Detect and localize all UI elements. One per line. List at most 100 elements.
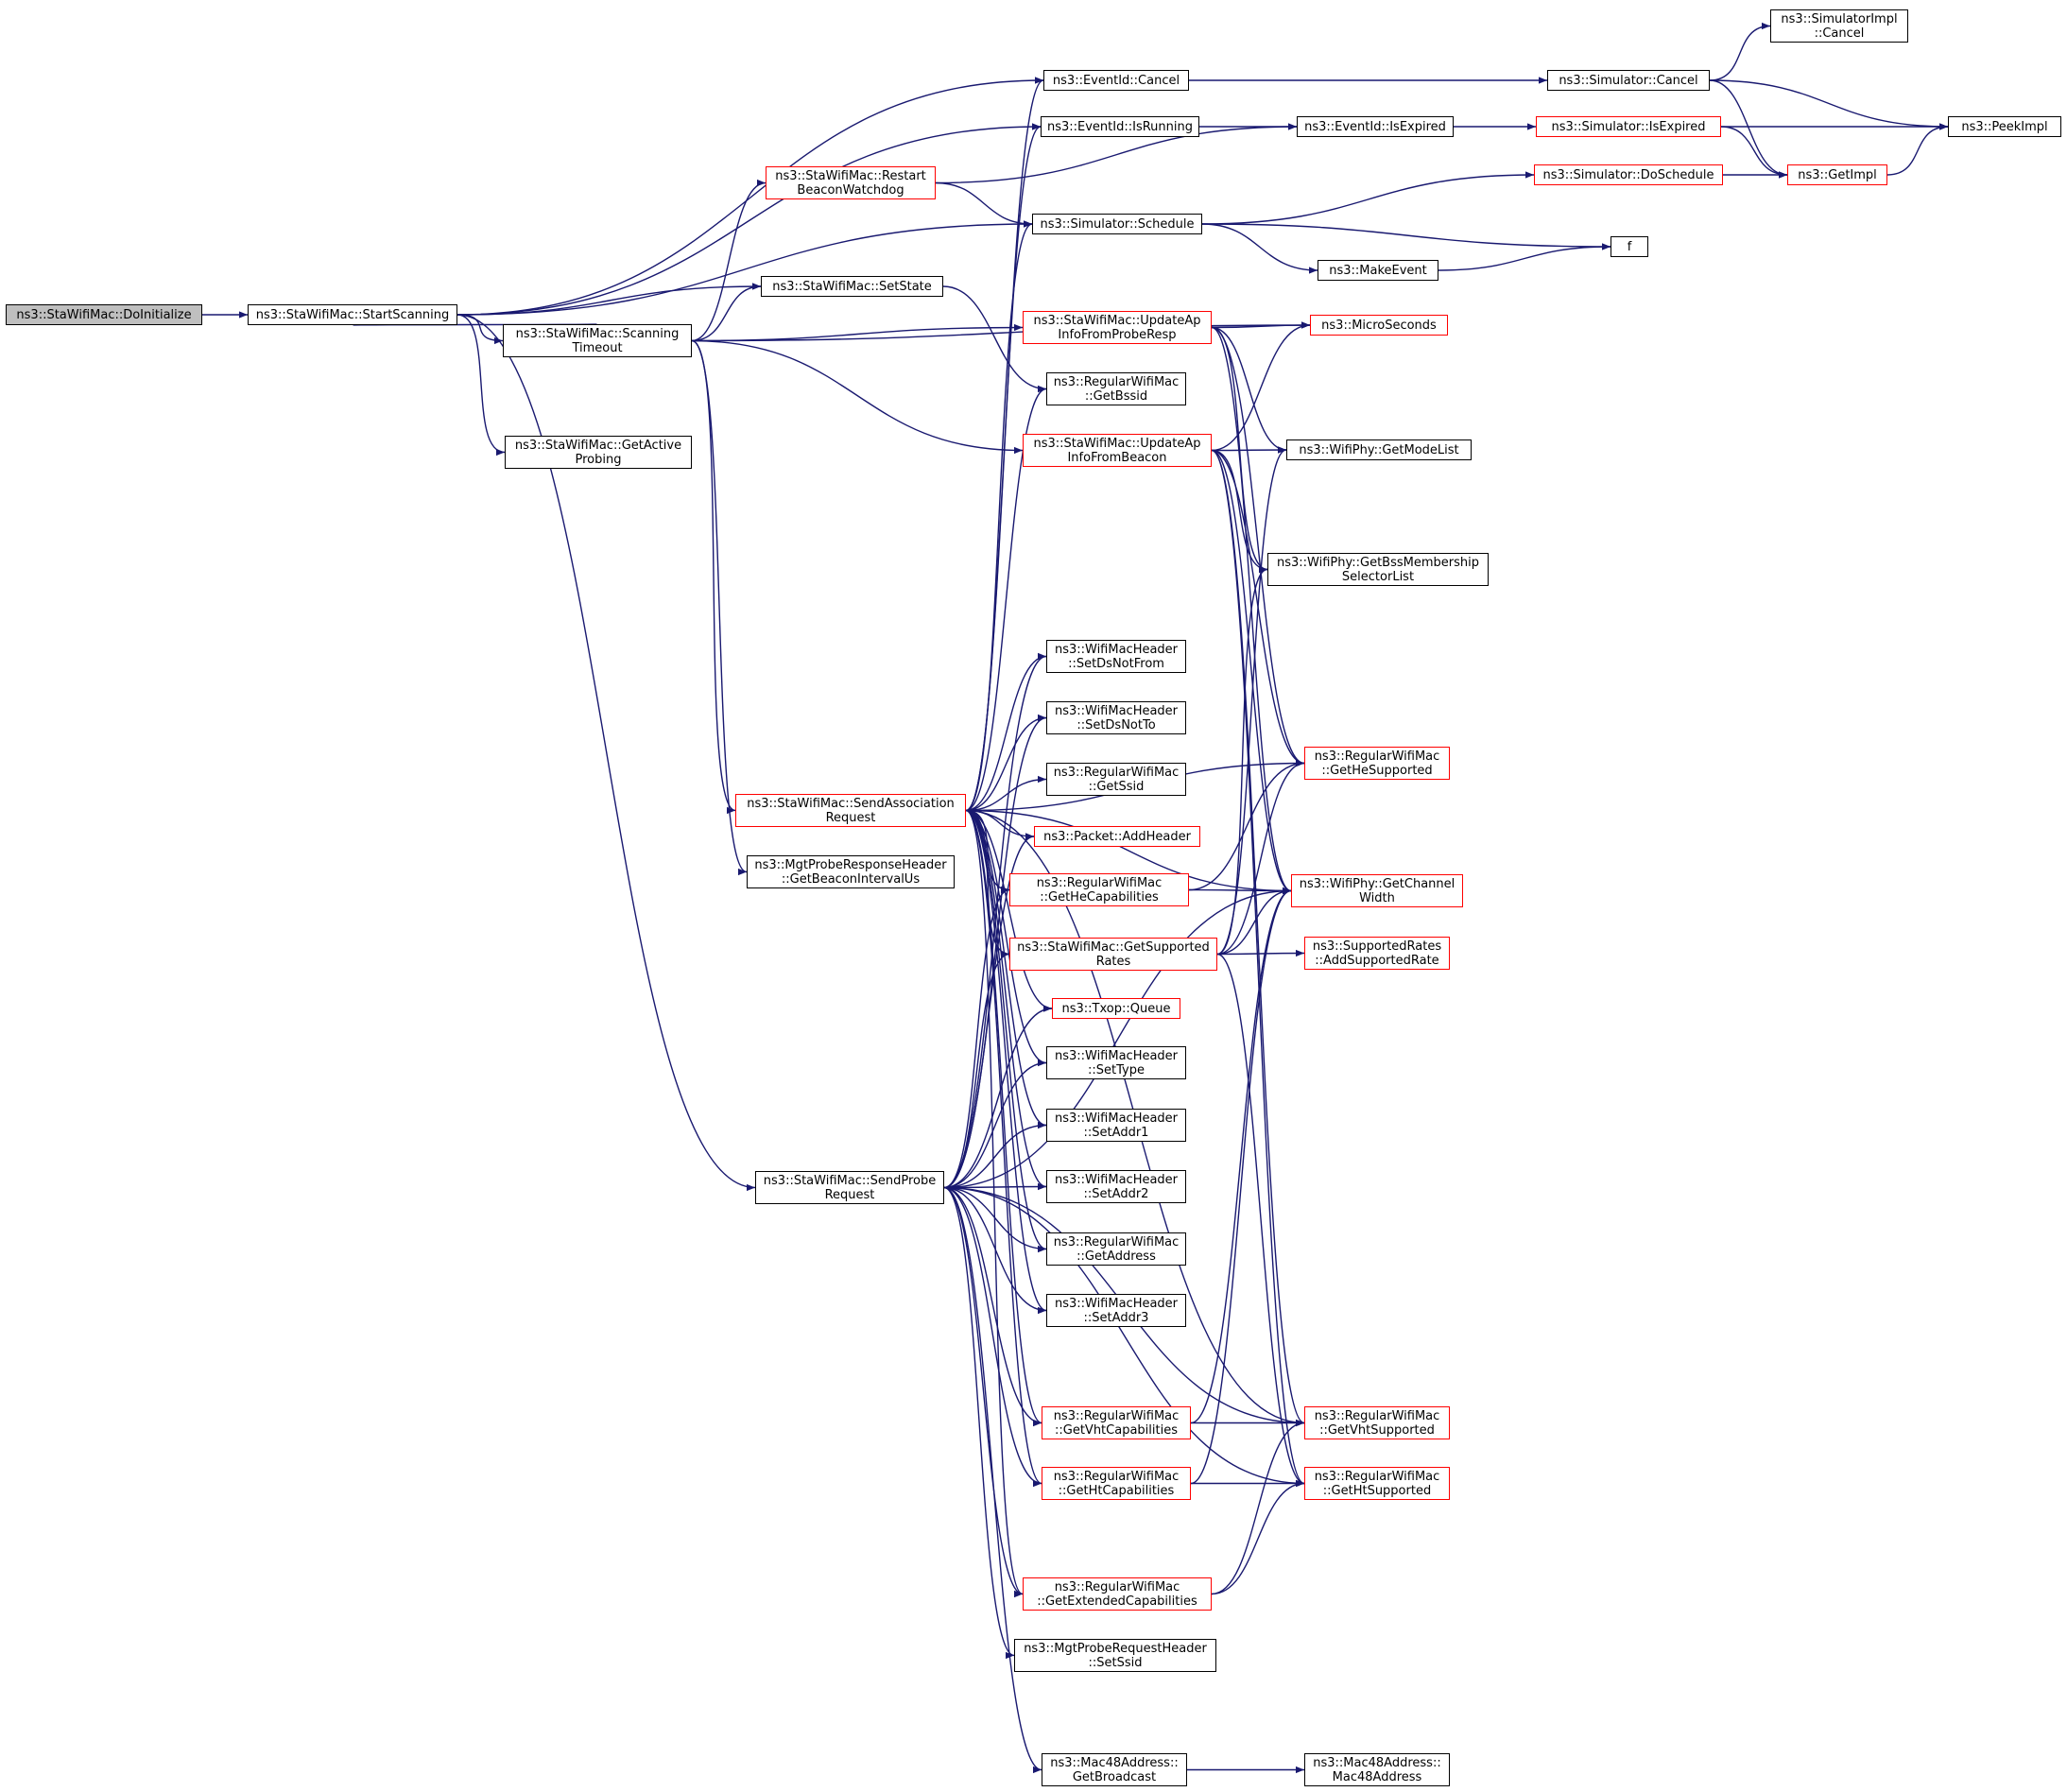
node-microseconds[interactable]: ns3::MicroSeconds (1310, 315, 1448, 336)
edge-sendprobe-to-getextcap (943, 1186, 1024, 1598)
node-setssidprobe[interactable]: ns3::MgtProbeRequestHeader::SetSsid (1014, 1639, 1216, 1672)
node-label: ns3::WifiMacHeader (1054, 703, 1179, 718)
node-getaddress[interactable]: ns3::RegularWifiMac::GetAddress (1046, 1232, 1186, 1266)
node-label: f (1627, 239, 1632, 254)
node-label: ::GetExtendedCapabilities (1037, 1594, 1197, 1609)
edge-sendassoc-to-getssid (965, 775, 1047, 812)
node-txopqueue[interactable]: ns3::Txop::Queue (1052, 998, 1180, 1019)
node-simcancel[interactable]: ns3::Simulator::Cancel (1547, 70, 1710, 91)
node-getbeaconint[interactable]: ns3::MgtProbeResponseHeader::GetBeaconIn… (747, 855, 955, 888)
node-getbssid[interactable]: ns3::RegularWifiMac::GetBssid (1046, 372, 1186, 405)
node-startscan[interactable]: ns3::StaWifiMac::StartScanning (248, 304, 457, 325)
node-label: ns3::WifiPhy::GetModeList (1299, 442, 1459, 457)
edge-sendassoc-to-getextcap (965, 809, 1024, 1597)
node-getextcap[interactable]: ns3::RegularWifiMac::GetExtendedCapabili… (1023, 1577, 1212, 1611)
node-label: ns3::StaWifiMac::Scanning (515, 326, 680, 341)
node-gethecap[interactable]: ns3::RegularWifiMac::GetHeCapabilities (1009, 873, 1189, 906)
edge-gethecap-to-getchanwidth (1188, 887, 1292, 895)
node-label: Timeout (572, 340, 623, 355)
node-setdsnotto[interactable]: ns3::WifiMacHeader::SetDsNotTo (1046, 701, 1186, 734)
node-simisexpired[interactable]: ns3::Simulator::IsExpired (1536, 116, 1721, 137)
node-simdoschedule[interactable]: ns3::Simulator::DoSchedule (1534, 164, 1723, 185)
node-addsupprate[interactable]: ns3::SupportedRates::AddSupportedRate (1304, 937, 1450, 970)
edge-sendassoc-to-setdsnotfrom (965, 652, 1047, 812)
node-eventisexpired[interactable]: ns3::EventId::IsExpired (1297, 116, 1454, 137)
node-getimpl[interactable]: ns3::GetImpl (1787, 164, 1887, 185)
edge-simcancel-to-getimpl (1709, 79, 1788, 179)
node-setaddr3[interactable]: ns3::WifiMacHeader::SetAddr3 (1046, 1294, 1186, 1327)
edge-schedule-to-makeevent (1201, 223, 1318, 274)
node-label: ::GetAddress (1077, 1249, 1156, 1264)
edge-makeevent-to-f (1438, 243, 1611, 271)
node-schedule[interactable]: ns3::Simulator::Schedule (1032, 214, 1202, 234)
node-f[interactable]: f (1611, 236, 1648, 257)
node-eventcancel[interactable]: ns3::EventId::Cancel (1043, 70, 1189, 91)
edge-sendassoc-to-setdsnotto (965, 714, 1047, 812)
node-peekimpl[interactable]: ns3::PeekImpl (1948, 116, 2061, 137)
edge-sendprobe-to-setaddr1 (943, 1121, 1047, 1189)
node-label: ns3::MakeEvent (1329, 263, 1427, 278)
node-setaddr1[interactable]: ns3::WifiMacHeader::SetAddr1 (1046, 1109, 1186, 1142)
node-label: ns3::StaWifiMac::GetActive (514, 438, 682, 453)
edge-startscan-to-eventcancel (456, 77, 1044, 316)
edge-startscan-to-eventisrunning (456, 123, 1042, 316)
edge-gethecap-to-gethesupp (1188, 759, 1305, 891)
node-label: Probing (575, 452, 622, 467)
node-eventisrunning[interactable]: ns3::EventId::IsRunning (1041, 116, 1199, 137)
edge-simcancel-to-simimplcancel (1709, 22, 1771, 81)
node-label: ::SetAddr2 (1083, 1186, 1149, 1201)
node-setstate[interactable]: ns3::StaWifiMac::SetState (761, 276, 943, 297)
node-label: ns3::StaWifiMac::GetSupported (1017, 939, 1210, 955)
node-label: ns3::MgtProbeRequestHeader (1024, 1641, 1207, 1656)
node-label: ns3::RegularWifiMac (1314, 1469, 1440, 1484)
edge-schedule-to-f (1201, 223, 1611, 250)
node-gethesupp[interactable]: ns3::RegularWifiMac::GetHeSupported (1304, 747, 1450, 780)
node-gethtsupp[interactable]: ns3::RegularWifiMac::GetHtSupported (1304, 1467, 1450, 1500)
node-makeevent[interactable]: ns3::MakeEvent (1318, 260, 1438, 281)
node-label: InfoFromProbeResp (1058, 327, 1177, 342)
node-setdsnotfrom[interactable]: ns3::WifiMacHeader::SetDsNotFrom (1046, 640, 1186, 673)
node-label: ::GetHtSupported (1322, 1483, 1432, 1498)
node-addheader[interactable]: ns3::Packet::AddHeader (1034, 826, 1200, 847)
node-simimplcancel[interactable]: ns3::SimulatorImpl::Cancel (1770, 9, 1908, 43)
edge-sendprobe-to-gethtcap (943, 1186, 1042, 1488)
node-label: ns3::Simulator::Schedule (1040, 216, 1195, 232)
node-getbroadcast[interactable]: ns3::Mac48Address::GetBroadcast (1042, 1753, 1187, 1786)
edge-sendassoc-to-getbssid (965, 385, 1047, 812)
node-getvhtsupp[interactable]: ns3::RegularWifiMac::GetVhtSupported (1304, 1406, 1450, 1439)
node-mac48ctor[interactable]: ns3::Mac48Address::Mac48Address (1304, 1753, 1450, 1786)
edge-sendprobe-to-getaddress (943, 1186, 1047, 1253)
edge-updatebeacon-to-getvhtsupp (1211, 449, 1305, 1426)
node-getvhtcap[interactable]: ns3::RegularWifiMac::GetVhtCapabilities (1042, 1406, 1191, 1439)
edge-startscan-to-schedule (456, 220, 1033, 316)
node-getssid[interactable]: ns3::RegularWifiMac::GetSsid (1046, 763, 1186, 796)
edge-sendassoc-to-setaddr2 (965, 809, 1047, 1191)
node-label: ns3::WifiMacHeader (1054, 1172, 1179, 1187)
node-gethtcap[interactable]: ns3::RegularWifiMac::GetHtCapabilities (1042, 1467, 1191, 1500)
edge-sendprobe-to-setssidprobe (943, 1186, 1015, 1659)
node-label: GetBroadcast (1072, 1769, 1157, 1784)
edge-updatebeacon-to-microseconds (1211, 321, 1311, 452)
node-setaddr2[interactable]: ns3::WifiMacHeader::SetAddr2 (1046, 1170, 1186, 1203)
node-label: ::SetAddr3 (1083, 1310, 1149, 1325)
edge-getsupprates-to-getmodelist (1216, 446, 1287, 956)
node-settype[interactable]: ns3::WifiMacHeader::SetType (1046, 1046, 1186, 1079)
edge-scantimeout-to-sendassoc (691, 339, 736, 814)
node-label: ns3::Mac48Address:: (1313, 1755, 1441, 1770)
node-label: ::SetSsid (1088, 1655, 1143, 1670)
node-getmodelist[interactable]: ns3::WifiPhy::GetModeList (1286, 439, 1472, 460)
edge-schedule-to-simdoschedule (1201, 171, 1535, 225)
node-label: ns3::MgtProbeResponseHeader (754, 857, 947, 872)
node-label: ns3::StaWifiMac::UpdateAp (1033, 313, 1201, 328)
node-label: ::GetHtCapabilities (1058, 1483, 1175, 1498)
